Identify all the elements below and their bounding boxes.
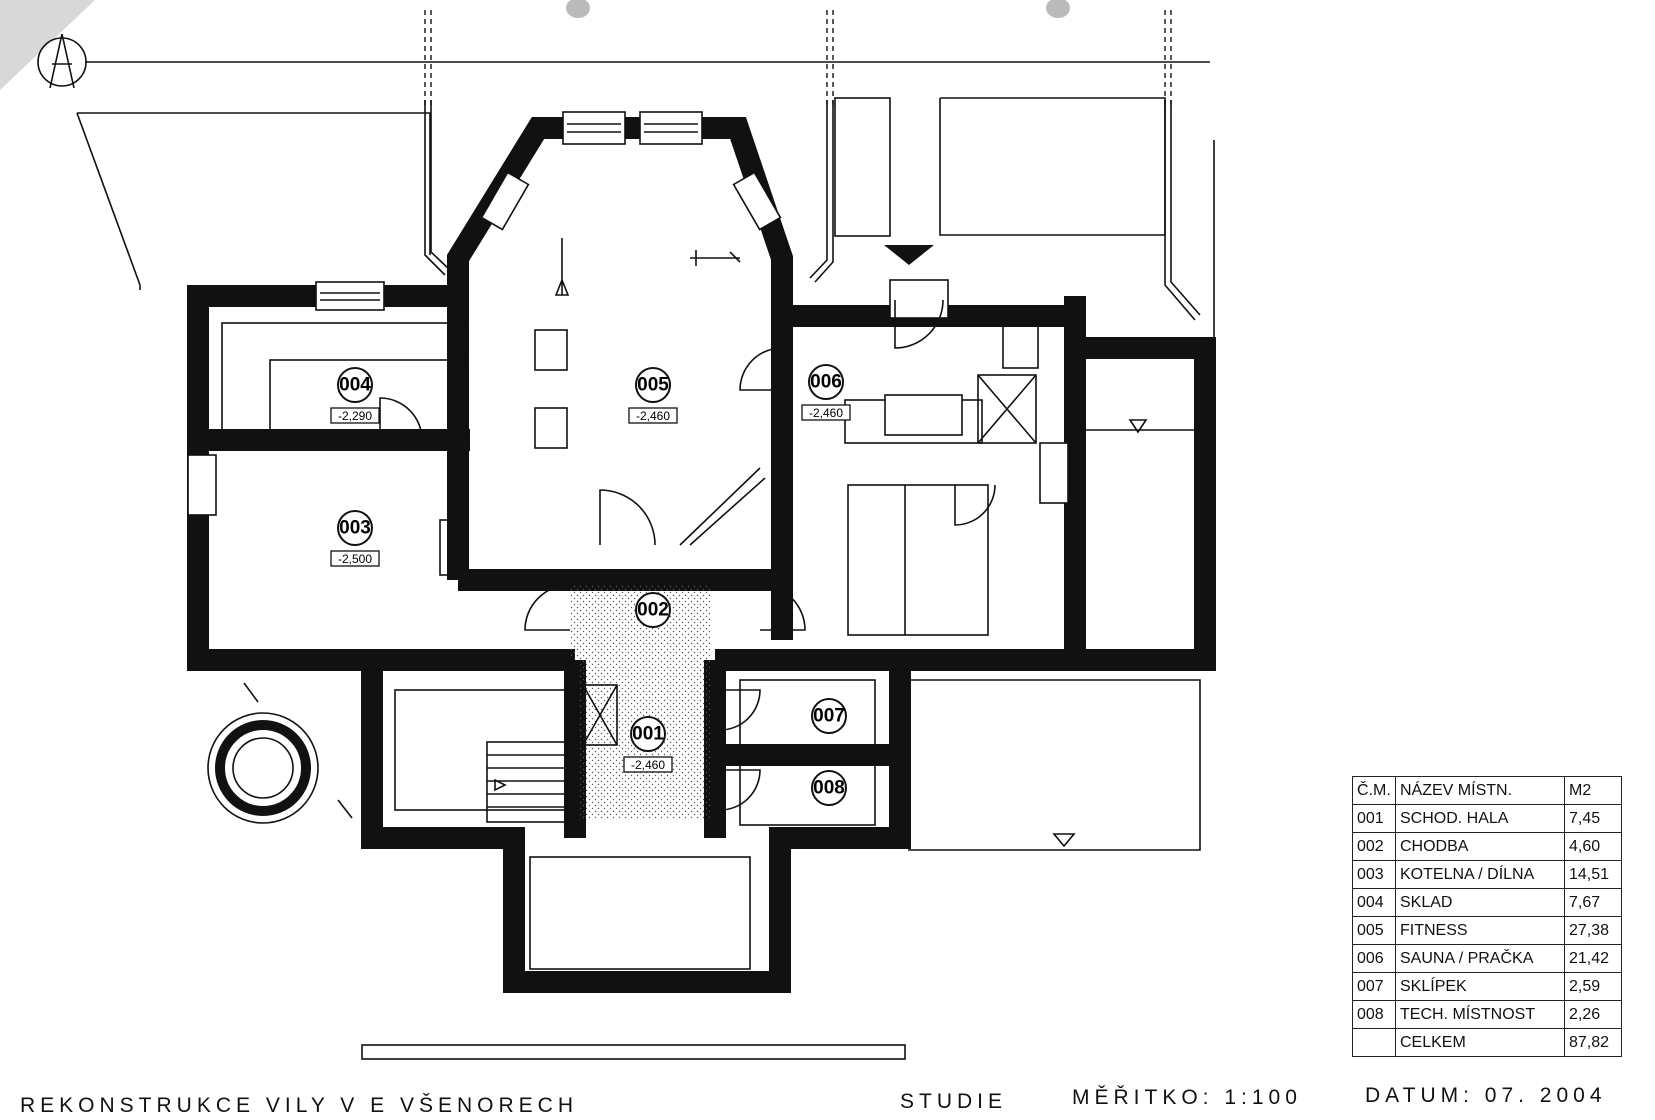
legend-cell-area: 4,60 [1564, 832, 1622, 861]
legend-cell-name: FITNESS [1395, 916, 1565, 945]
staircase [486, 467, 766, 823]
legend-header-name: NÁZEV MÍSTN. [1395, 776, 1565, 805]
room-label-001: 001 -2,460 [623, 716, 673, 773]
legend-cell-name: SKLÍPEK [1395, 972, 1565, 1001]
legend-cell-number: 004 [1352, 888, 1396, 917]
room-number: 002 [637, 600, 669, 621]
corridor-floor [570, 585, 710, 820]
room-labels: 001-2,460002003-2,500004-2,290005-2,4600… [330, 364, 851, 806]
room-number: 007 [813, 706, 845, 727]
room-label-008: 008 [811, 770, 847, 806]
terrain-outline [77, 112, 431, 255]
fence-posts [424, 10, 1172, 105]
room-level: -2,500 [338, 552, 372, 566]
downpipe [337, 799, 353, 819]
room-number: 005 [637, 375, 669, 396]
paper-fold [0, 0, 95, 90]
date-label: DATUM: 07. 2004 [1365, 1084, 1607, 1107]
entrance-marker-icon [884, 245, 934, 265]
room-label-004: 004 -2,290 [330, 367, 380, 424]
doors [379, 299, 996, 811]
level-marker-icon [1128, 419, 1148, 434]
stair-arrow-icon [494, 778, 507, 792]
room-number: 006 [810, 372, 842, 393]
room-level: -2,460 [631, 758, 665, 772]
legend-cell-name: SCHOD. HALA [1395, 804, 1565, 833]
legend-cell-area: 14,51 [1564, 860, 1622, 889]
scale-label: MĚŘITKO: 1:100 [1072, 1086, 1302, 1109]
phase-label: STUDIE [900, 1090, 1008, 1113]
well-icon [207, 712, 319, 824]
scan-artifact [1046, 0, 1070, 18]
room-number: 008 [813, 778, 845, 799]
legend-cell-number: 007 [1352, 972, 1396, 1001]
room-label-005: 005 -2,460 [628, 367, 678, 424]
legend-cell-area: 2,26 [1564, 1000, 1622, 1029]
room-number: 004 [339, 375, 371, 396]
fitness-equipment [554, 238, 741, 296]
legend-cell-name: CHODBA [1395, 832, 1565, 861]
room-number: 003 [339, 518, 371, 539]
legend-cell-name: SKLAD [1395, 888, 1565, 917]
downpipe [243, 682, 259, 703]
room-level: -2,460 [636, 409, 670, 423]
legend-cell-number: 001 [1352, 804, 1396, 833]
room-label-002: 002 [635, 592, 671, 628]
retaining-walls [424, 97, 1215, 340]
room-label-006: 006 -2,460 [801, 364, 851, 421]
windows [187, 111, 1069, 516]
room-label-007: 007 [811, 698, 847, 734]
legend-cell-name: SAUNA / PRAČKA [1395, 944, 1565, 973]
legend-cell-area: 21,42 [1564, 944, 1622, 973]
legend-cell-number: 003 [1352, 860, 1396, 889]
legend-header-row: Č.M. NÁZEV MÍSTN. M2 [1352, 776, 1622, 805]
room-number: 001 [632, 724, 664, 745]
site-wall [361, 1044, 906, 1060]
legend-header-number: Č.M. [1352, 776, 1396, 805]
legend-header-area: M2 [1564, 776, 1622, 805]
project-title: REKONSTRUKCE VILY V E VŠENORECH [20, 1094, 578, 1117]
legend-cell-area: 27,38 [1564, 916, 1622, 945]
legend-cell-number: 006 [1352, 944, 1396, 973]
legend-cell-number: 002 [1352, 832, 1396, 861]
legend-cell-number: 005 [1352, 916, 1396, 945]
legend-cell-area: 7,45 [1564, 804, 1622, 833]
room-label-003: 003 -2,500 [330, 510, 380, 567]
legend-cell-name: TECH. MÍSTNOST [1395, 1000, 1565, 1029]
legend-cell-name: CELKEM [1395, 1028, 1565, 1057]
legend-cell-number: 008 [1352, 1000, 1396, 1029]
level-marker-icon [1052, 833, 1076, 848]
legend-cell-name: KOTELNA / DÍLNA [1395, 860, 1565, 889]
room-level: -2,290 [338, 409, 372, 423]
room-fittings [221, 317, 1206, 970]
legend-cell-area: 7,67 [1564, 888, 1622, 917]
legend-cell-area: 2,59 [1564, 972, 1622, 1001]
legend-cell-number [1352, 1028, 1396, 1057]
scan-artifact [566, 0, 590, 18]
legend-cell-area: 87,82 [1564, 1028, 1622, 1057]
room-level: -2,460 [809, 406, 843, 420]
